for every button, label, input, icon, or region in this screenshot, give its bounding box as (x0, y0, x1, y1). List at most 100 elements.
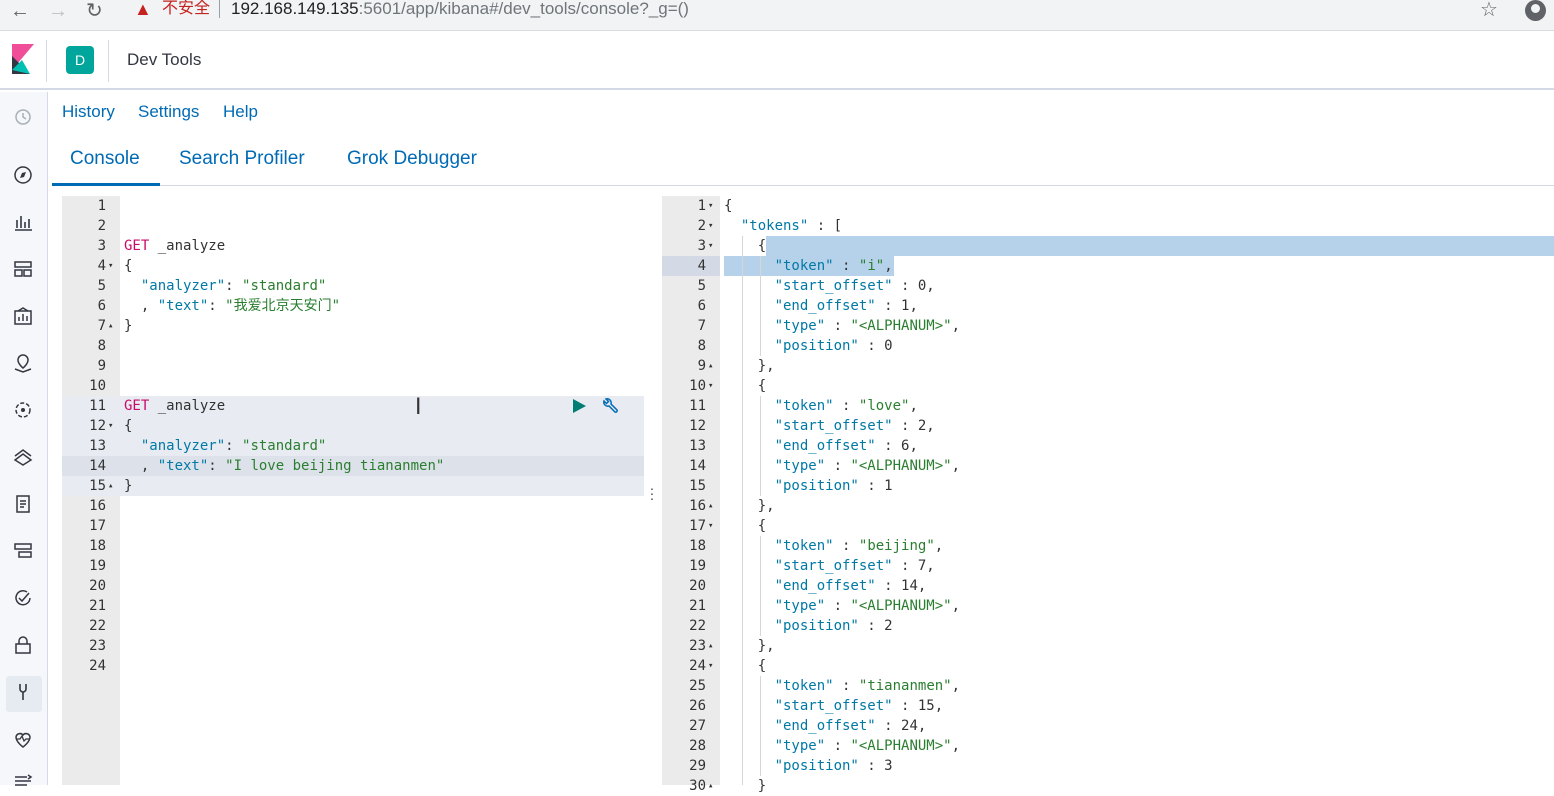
siem-icon[interactable] (12, 634, 34, 656)
output-line[interactable]: 27 "end_offset" : 24, (662, 716, 1554, 736)
output-line[interactable]: 4 "token" : "i", (662, 256, 1554, 276)
fold-close-icon[interactable]: ▴ (108, 481, 114, 491)
output-line[interactable]: 16▴ }, (662, 496, 1554, 516)
editor-line[interactable]: 15▴} (62, 476, 644, 496)
output-line[interactable]: 3▾ { (662, 236, 1554, 256)
editor-line[interactable]: 20 (62, 576, 644, 596)
editor-line[interactable]: 4▾{ (62, 256, 644, 276)
canvas-icon[interactable] (12, 305, 34, 327)
tab-console[interactable]: Console (70, 148, 140, 169)
dev-tools-icon[interactable] (12, 681, 34, 703)
editor-line[interactable]: 7▴} (62, 316, 644, 336)
output-line[interactable]: 2▾ "tokens" : [ (662, 216, 1554, 236)
output-line[interactable]: 30▴ } (662, 776, 1554, 796)
uptime-icon[interactable] (12, 587, 34, 609)
response-output[interactable]: 1▾{2▾ "tokens" : [3▾ {4 "token" : "i",5 … (662, 196, 1554, 794)
fold-open-icon[interactable]: ▾ (708, 201, 714, 211)
insecure-label[interactable]: 不安全 (162, 0, 211, 17)
output-line[interactable]: 1▾{ (662, 196, 1554, 216)
maps-icon[interactable] (12, 352, 34, 374)
output-line[interactable]: 9▴ }, (662, 356, 1554, 376)
output-line[interactable]: 7 "type" : "<ALPHANUM>", (662, 316, 1554, 336)
editor-line[interactable]: 1 (62, 196, 644, 216)
pane-resizer[interactable]: ··· (649, 480, 655, 506)
output-line[interactable]: 6 "end_offset" : 1, (662, 296, 1554, 316)
reload-icon[interactable]: ↻ (86, 0, 103, 22)
fold-close-icon[interactable]: ▴ (708, 361, 714, 371)
output-line[interactable]: 15 "position" : 1 (662, 476, 1554, 496)
url-text[interactable]: 192.168.149.135:5601/app/kibana#/dev_too… (231, 0, 689, 18)
editor-line[interactable]: 16 (62, 496, 644, 516)
output-line[interactable]: 12 "start_offset" : 2, (662, 416, 1554, 436)
tab-grok-debugger[interactable]: Grok Debugger (347, 148, 477, 169)
editor-line[interactable]: 14 , "text": "I love beijing tiananmen" (62, 456, 644, 476)
editor-line[interactable]: 6 , "text": "我爱北京天安门" (62, 296, 644, 316)
editor-line[interactable]: 18 (62, 536, 644, 556)
fold-close-icon[interactable]: ▴ (708, 641, 714, 651)
editor-line[interactable]: 2 (62, 216, 644, 236)
ml-icon[interactable] (12, 399, 34, 421)
back-icon[interactable]: ← (10, 0, 30, 22)
output-line[interactable]: 29 "position" : 3 (662, 756, 1554, 776)
space-avatar[interactable]: D (66, 46, 94, 74)
output-line[interactable]: 26 "start_offset" : 15, (662, 696, 1554, 716)
fold-open-icon[interactable]: ▾ (708, 661, 714, 671)
fold-open-icon[interactable]: ▾ (708, 221, 714, 231)
output-line[interactable]: 24▾ { (662, 656, 1554, 676)
output-line[interactable]: 19 "start_offset" : 7, (662, 556, 1554, 576)
output-line[interactable]: 8 "position" : 0 (662, 336, 1554, 356)
fold-open-icon[interactable]: ▾ (708, 521, 714, 531)
send-request-icon[interactable] (570, 397, 588, 415)
kibana-logo-icon[interactable] (10, 44, 36, 74)
history-link[interactable]: History (62, 102, 115, 121)
settings-link[interactable]: Settings (138, 102, 200, 121)
monitoring-icon[interactable] (12, 728, 34, 750)
output-line[interactable]: 11 "token" : "love", (662, 396, 1554, 416)
output-line[interactable]: 10▾ { (662, 376, 1554, 396)
output-line[interactable]: 13 "end_offset" : 6, (662, 436, 1554, 456)
collapse-icon[interactable] (12, 768, 34, 790)
output-line[interactable]: 25 "token" : "tiananmen", (662, 676, 1554, 696)
help-link[interactable]: Help (223, 102, 258, 121)
output-line[interactable]: 17▾ { (662, 516, 1554, 536)
dashboard-icon[interactable] (12, 258, 34, 280)
infrastructure-icon[interactable] (12, 446, 34, 468)
editor-line[interactable]: 21 (62, 596, 644, 616)
editor-line[interactable]: 10 (62, 376, 644, 396)
bookmark-star-icon[interactable]: ☆ (1480, 0, 1498, 21)
forward-icon[interactable]: → (48, 0, 68, 22)
fold-open-icon[interactable]: ▾ (108, 421, 114, 431)
clock-icon[interactable] (12, 106, 34, 128)
output-line[interactable]: 14 "type" : "<ALPHANUM>", (662, 456, 1554, 476)
tab-search-profiler[interactable]: Search Profiler (179, 148, 305, 169)
compass-icon[interactable] (12, 164, 34, 186)
address-bar[interactable] (122, 0, 1512, 23)
output-line[interactable]: 5 "start_offset" : 0, (662, 276, 1554, 296)
editor-line[interactable]: 24 (62, 656, 644, 676)
editor-line[interactable]: 23 (62, 636, 644, 656)
editor-line[interactable]: 19 (62, 556, 644, 576)
visualize-icon[interactable] (12, 211, 34, 233)
editor-line[interactable]: 5 "analyzer": "standard" (62, 276, 644, 296)
fold-open-icon[interactable]: ▾ (708, 241, 714, 251)
fold-close-icon[interactable]: ▴ (708, 501, 714, 511)
output-line[interactable]: 23▴ }, (662, 636, 1554, 656)
editor-line[interactable]: 17 (62, 516, 644, 536)
output-line[interactable]: 20 "end_offset" : 14, (662, 576, 1554, 596)
editor-line[interactable]: 22 (62, 616, 644, 636)
editor-line[interactable]: 9 (62, 356, 644, 376)
editor-line[interactable]: 12▾{ (62, 416, 644, 436)
editor-line[interactable]: 8 (62, 336, 644, 356)
editor-line[interactable]: 13 "analyzer": "standard" (62, 436, 644, 456)
account-icon[interactable] (1525, 0, 1546, 21)
warning-icon[interactable]: ▲ (134, 0, 152, 19)
logs-icon[interactable] (12, 493, 34, 515)
output-line[interactable]: 18 "token" : "beijing", (662, 536, 1554, 556)
output-line[interactable]: 21 "type" : "<ALPHANUM>", (662, 596, 1554, 616)
fold-close-icon[interactable]: ▴ (108, 321, 114, 331)
output-line[interactable]: 28 "type" : "<ALPHANUM>", (662, 736, 1554, 756)
apm-icon[interactable] (12, 540, 34, 562)
